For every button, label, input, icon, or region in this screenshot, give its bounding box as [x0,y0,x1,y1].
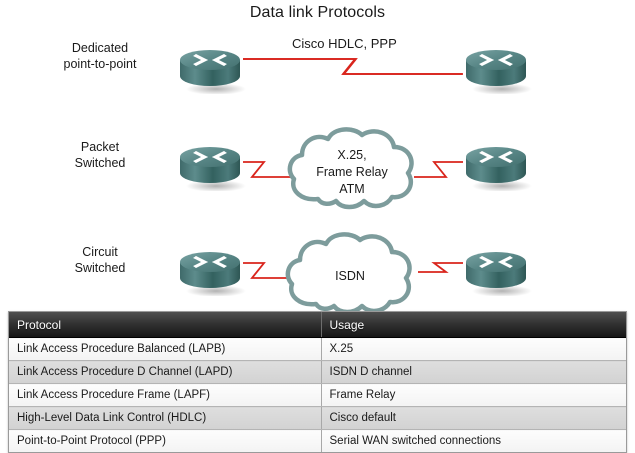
diagram-row-circuit-switched: Circuit Switched [0,222,635,315]
cell-usage: X.25 [321,337,626,361]
cell-protocol: Point-to-Point Protocol (PPP) [9,429,322,452]
row-label-packet-switched: Packet Switched [30,139,170,171]
cell-usage: Frame Relay [321,383,626,407]
table-header-protocol: Protocol [9,312,322,338]
row-label-line2: Switched [74,261,126,275]
wan-cloud-icon: X.25, Frame Relay ATM [284,125,420,217]
diagram-row-dedicated: Dedicated point-to-point Cisco HDLC, PPP [0,28,635,120]
cell-protocol: Link Access Procedure Balanced (LAPB) [9,337,322,361]
network-diagram: Dedicated point-to-point Cisco HDLC, PPP [0,26,635,315]
table-header-row: Protocol Usage [9,312,626,338]
router-icon [462,246,534,296]
table-row: Point-to-Point Protocol (PPP) Serial WAN… [9,429,626,452]
table-row: Link Access Procedure Frame (LAPF) Frame… [9,383,626,407]
cell-usage: ISDN D channel [321,360,626,384]
row-label-line1: Packet [80,140,120,154]
row-label-dedicated: Dedicated point-to-point [30,40,170,72]
row-label-line2: point-to-point [63,57,137,71]
cell-protocol: Link Access Procedure Frame (LAPF) [9,383,322,407]
table-row: High-Level Data Link Control (HDLC) Cisc… [9,406,626,430]
router-icon [462,141,534,191]
table-header-usage: Usage [321,312,626,338]
cell-protocol: High-Level Data Link Control (HDLC) [9,406,322,430]
row-label-line1: Circuit [82,245,118,259]
protocol-usage-table: Protocol Usage Link Access Procedure Bal… [8,311,627,453]
row-label-line2: Switched [74,156,126,170]
cloud-label-line1: ISDN [335,269,365,283]
cloud-label-circuit: ISDN [282,268,418,285]
router-icon [176,44,248,94]
diagram-row-packet-switched: Packet Switched [0,121,635,213]
link-caption-dedicated: Cisco HDLC, PPP [292,36,397,51]
row-label-line1: Dedicated [71,41,129,55]
cloud-label-line2: Frame Relay [316,165,388,179]
cell-protocol: Link Access Procedure D Channel (LAPD) [9,360,322,384]
cell-usage: Serial WAN switched connections [321,429,626,452]
cell-usage: Cisco default [321,406,626,430]
table-row: Link Access Procedure Balanced (LAPB) X.… [9,337,626,361]
cloud-label-packet: X.25, Frame Relay ATM [284,147,420,198]
row-label-circuit-switched: Circuit Switched [30,244,170,276]
router-icon [462,44,534,94]
router-icon [176,246,248,296]
router-icon [176,141,248,191]
cloud-label-line1: X.25, [337,148,367,162]
cloud-label-line3: ATM [339,182,365,196]
page-title: Data link Protocols [249,4,386,21]
table-row: Link Access Procedure D Channel (LAPD) I… [9,360,626,384]
wan-cloud-icon: ISDN [282,230,418,322]
